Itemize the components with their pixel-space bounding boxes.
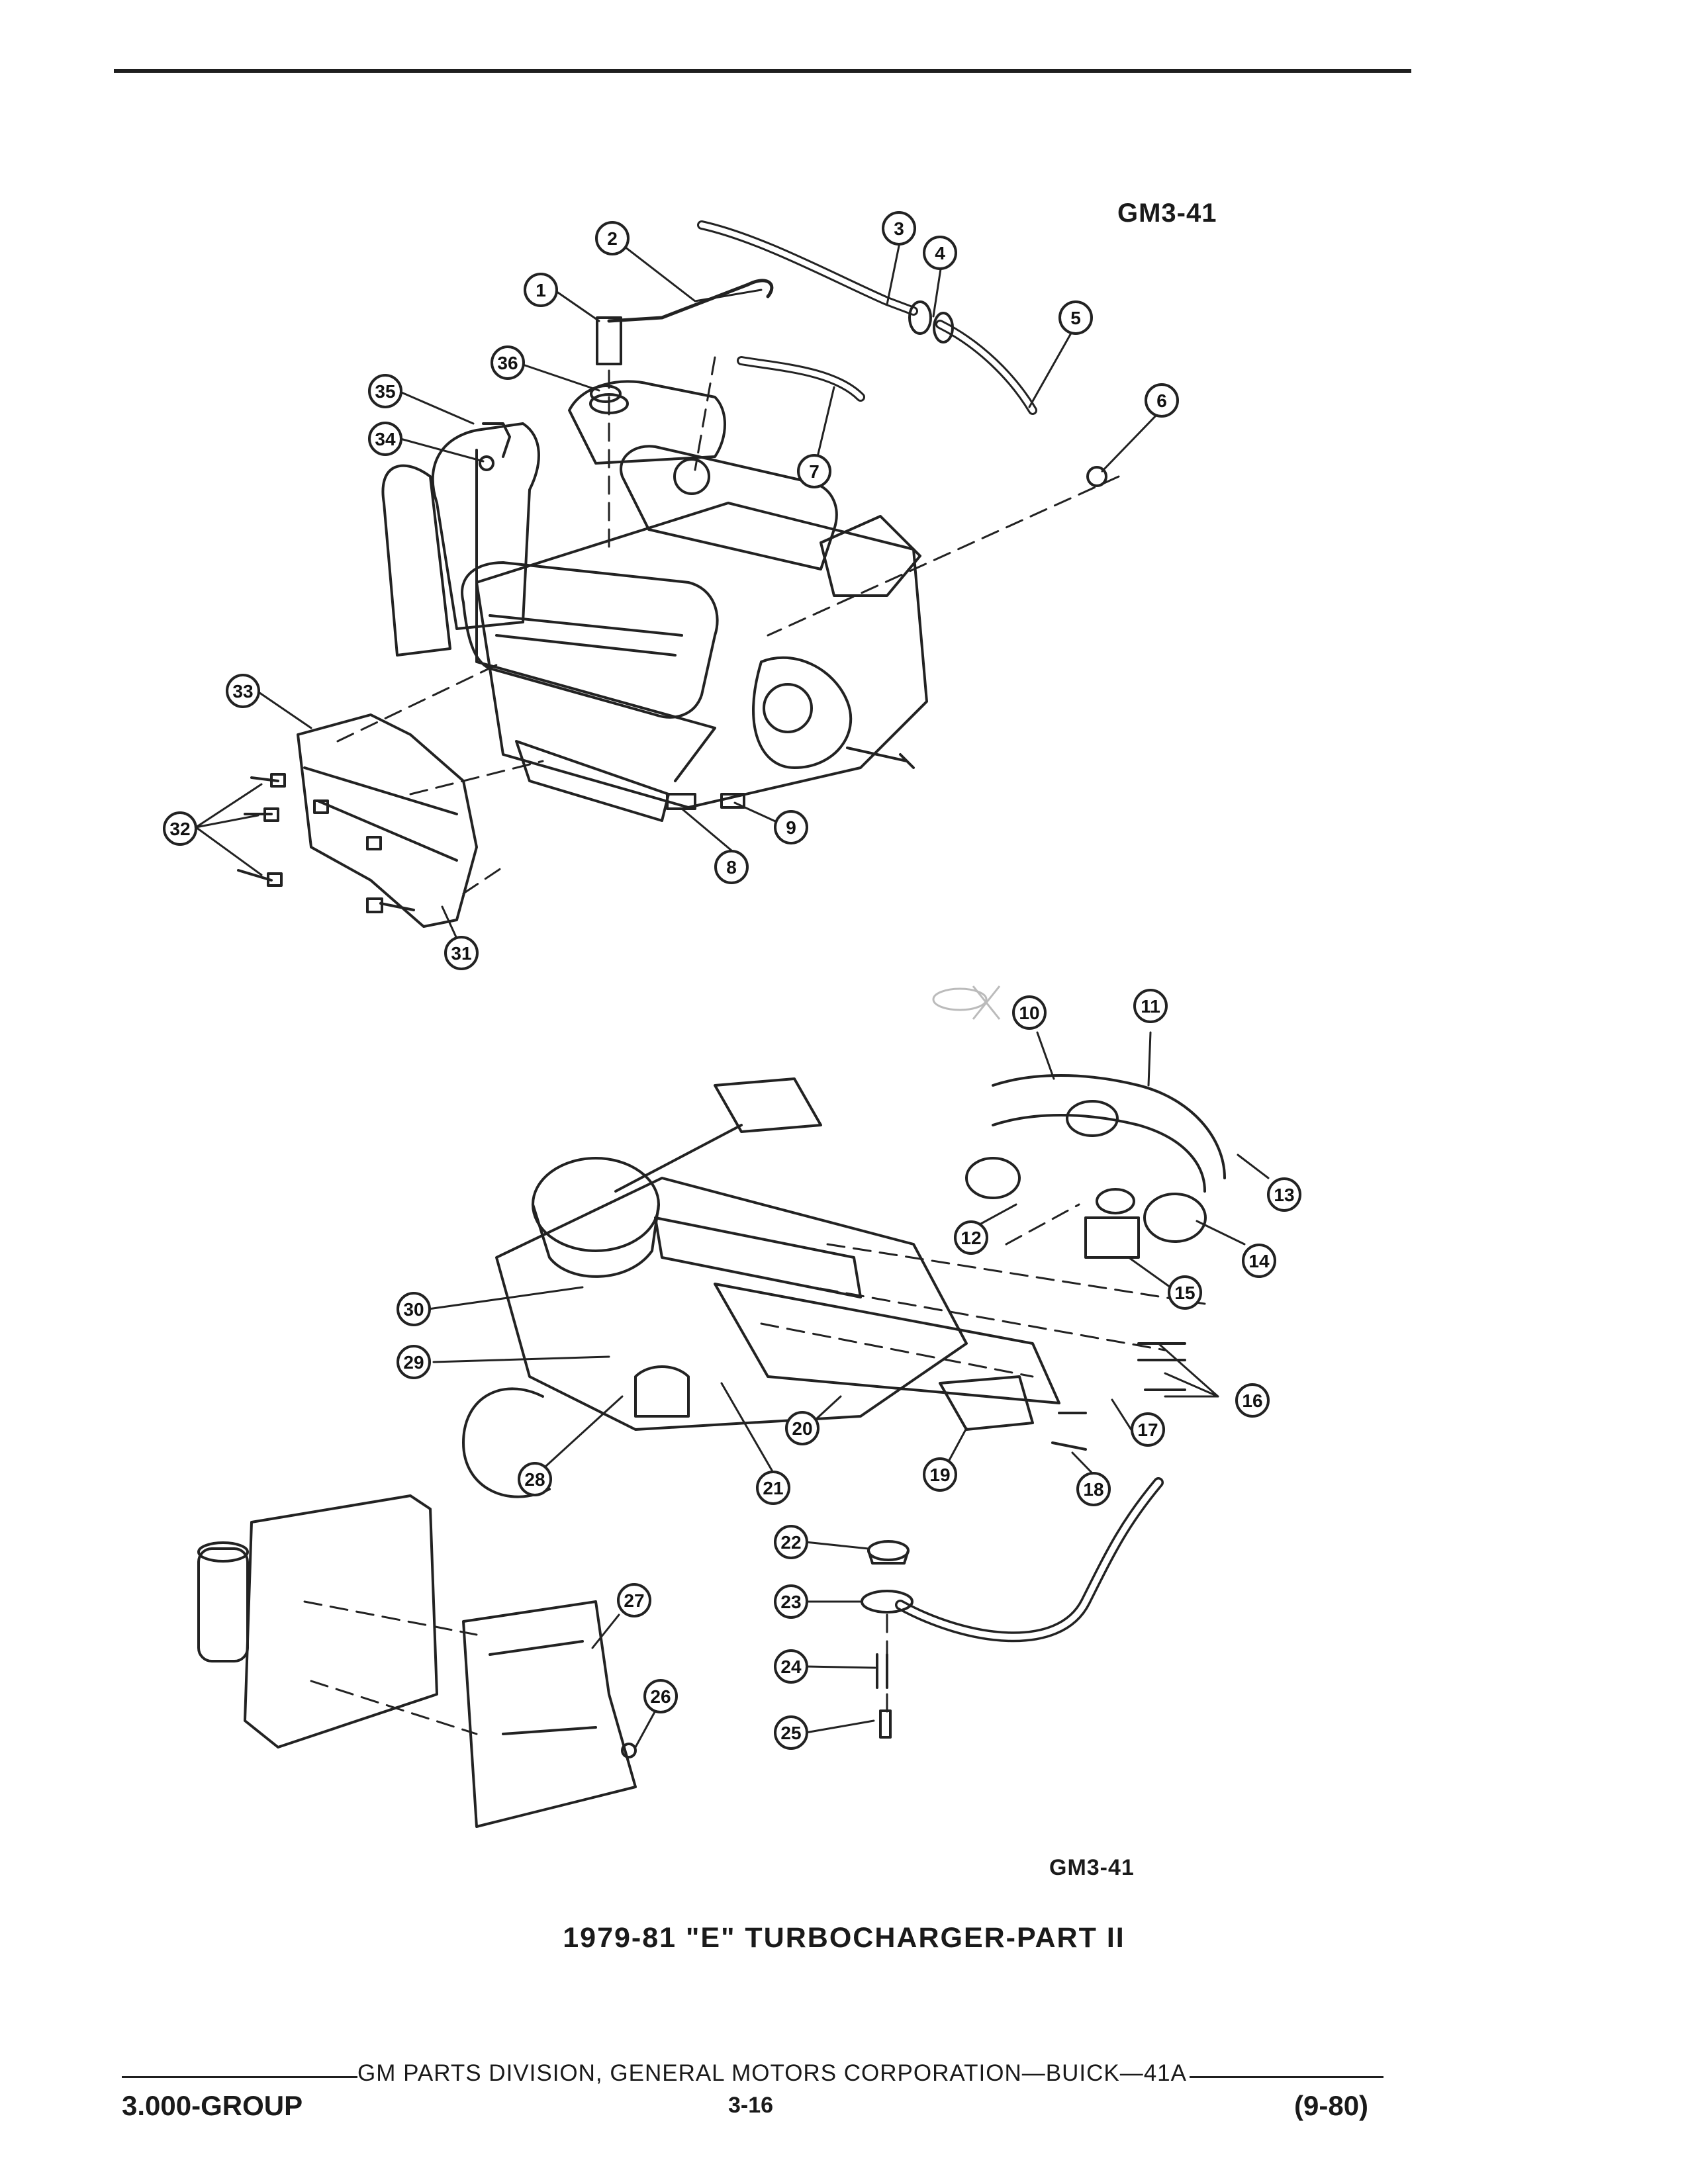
figure-caption: 1979-81 "E" TURBOCHARGER-PART II [563,1922,1125,1954]
callout-circle-3 [882,211,916,246]
callout-number-22: 22 [780,1532,801,1553]
callout-number-10: 10 [1019,1003,1039,1023]
heat-shield-drawing [197,1494,637,1828]
callout-circle-14 [1242,1244,1276,1278]
callout-number-18: 18 [1083,1479,1103,1500]
callout-circle-11 [1133,989,1168,1023]
callout-number-2: 2 [607,228,618,249]
callout-number-29: 29 [403,1352,424,1373]
callout-number-26: 26 [650,1686,671,1707]
callout-number-11: 11 [1141,996,1160,1017]
callout-number-8: 8 [726,857,737,878]
callout-circle-26 [643,1679,678,1713]
footer-rule-right [1190,2076,1383,2078]
callout-circle-19 [923,1457,957,1492]
callout-circle-35 [368,374,402,408]
callout-number-33: 33 [232,681,253,702]
callout-circle-34 [368,422,402,456]
upper-dashed-leaders [336,356,1120,895]
callout-number-13: 13 [1274,1185,1294,1205]
callout-circle-8 [714,850,749,884]
callout-circle-6 [1145,383,1179,418]
handwritten-mark [932,985,1001,1020]
callout-number-12: 12 [961,1228,981,1248]
callout-circle-15 [1168,1275,1202,1310]
callout-circle-23 [774,1584,808,1619]
header-rule [114,69,1411,73]
callout-number-31: 31 [451,943,471,964]
callout-circle-25 [774,1715,808,1750]
callout-number-19: 19 [929,1465,950,1485]
callout-number-14: 14 [1248,1251,1270,1271]
callout-circle-9 [774,810,808,844]
footer-group: 3.000-GROUP [122,2090,303,2121]
callout-number-9: 9 [786,817,796,838]
callout-circle-12 [954,1220,988,1255]
callout-number-23: 23 [780,1592,801,1612]
exhaust-manifold-drawing [237,713,478,928]
callout-number-27: 27 [624,1590,644,1611]
callout-circle-29 [397,1345,431,1379]
callout-circle-33 [226,674,260,708]
callout-circle-1 [524,273,558,307]
callout-circle-32 [163,811,197,846]
callout-number-34: 34 [375,429,396,449]
footer-page-number: 3-16 [728,2093,774,2118]
callout-leaders [195,238,1270,1749]
callout-number-25: 25 [780,1723,801,1743]
callout-number-36: 36 [497,353,518,373]
callout-circle-2 [595,221,630,255]
figure-ref-bottom: GM3-41 [1049,1855,1135,1880]
callout-circle-22 [774,1525,808,1559]
callout-number-6: 6 [1156,390,1167,411]
callout-circle-16 [1235,1383,1270,1418]
callout-circle-28 [518,1462,552,1496]
callout-number-32: 32 [169,819,190,839]
lower-radiator-hose [861,1477,1164,1739]
callout-number-3: 3 [894,218,904,239]
callout-circle-31 [444,936,479,970]
callout-circle-21 [756,1471,790,1505]
callout-circle-30 [397,1292,431,1326]
lower-engine-drawing [462,1074,1226,1498]
callout-number-17: 17 [1137,1420,1158,1440]
footer-rule-left [122,2076,357,2078]
callout-number-1: 1 [536,280,546,300]
callout-number-16: 16 [1242,1390,1262,1411]
callout-number-7: 7 [809,461,820,482]
figure-ref-top: GM3-41 [1117,199,1217,228]
callout-circle-17 [1131,1412,1165,1447]
callout-circle-13 [1267,1177,1301,1212]
callout-number-20: 20 [792,1418,812,1439]
callout-number-21: 21 [763,1478,783,1498]
callout-number-35: 35 [375,381,395,402]
callout-circle-5 [1058,300,1093,335]
callout-number-24: 24 [780,1657,802,1677]
callout-circle-18 [1076,1472,1111,1506]
callout-circle-10 [1012,995,1047,1030]
callout-number-4: 4 [935,243,945,263]
callout-circle-4 [923,236,957,270]
upper-hoses [479,220,1107,487]
callout-circle-36 [491,345,525,380]
footer-date: (9-80) [1294,2090,1369,2121]
callout-circle-27 [617,1583,651,1617]
callout-circle-20 [785,1411,820,1445]
callout-circle-24 [774,1649,808,1684]
lower-dashed-leaders [303,1203,1206,1735]
callout-number-28: 28 [524,1469,545,1490]
callout-circle-7 [797,454,831,488]
callout-number-30: 30 [403,1299,424,1320]
upper-engine-drawing [381,380,928,822]
footer-corporation: GM PARTS DIVISION, GENERAL MOTORS CORPOR… [357,2060,1187,2086]
callout-number-5: 5 [1070,308,1081,328]
callout-number-15: 15 [1174,1283,1195,1303]
